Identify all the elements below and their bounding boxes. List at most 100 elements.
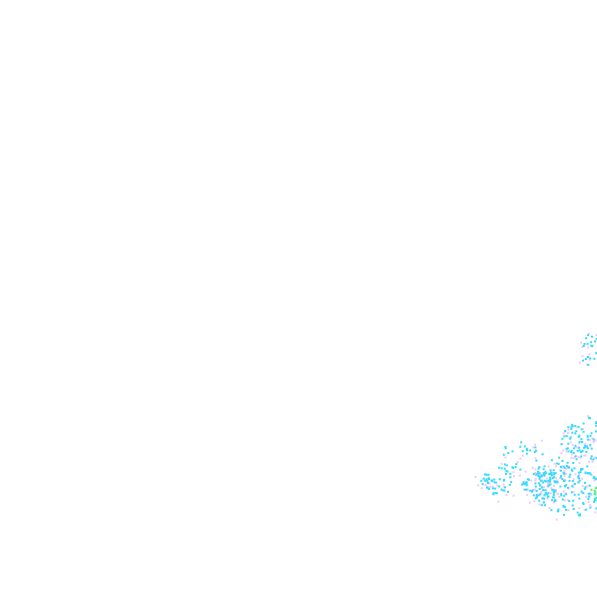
cyan-speckle <box>577 435 580 438</box>
cyan-speckle <box>595 456 597 459</box>
pink-speckle <box>533 500 536 503</box>
pink-speckle <box>504 456 507 459</box>
pink-speckle <box>500 463 503 465</box>
cyan-speckle <box>545 480 548 483</box>
cyan-speckle <box>553 500 556 503</box>
cyan-speckle <box>538 476 541 478</box>
cyan-speckle <box>553 473 556 476</box>
pink-speckle <box>524 470 527 473</box>
cyan-speckle <box>509 476 512 479</box>
cyan-speckle <box>540 504 543 507</box>
cyan-speckle <box>594 499 597 502</box>
cyan-speckle <box>566 447 569 450</box>
cyan-speckle <box>550 509 553 512</box>
cyan-speckle <box>535 490 538 492</box>
cyan-speckle <box>537 472 540 475</box>
cyan-speckle <box>583 487 586 490</box>
cyan-speckle <box>485 473 488 476</box>
cyan-speckle <box>582 345 585 347</box>
cyan-speckle <box>586 465 589 468</box>
cyan-speckle <box>561 460 564 462</box>
cyan-speckle <box>574 455 577 458</box>
pink-speckle <box>581 477 584 480</box>
cyan-speckle <box>573 493 576 496</box>
cyan-speckle <box>594 340 596 343</box>
cyan-speckle <box>576 511 579 514</box>
cyan-speckle <box>545 472 548 475</box>
cyan-speckle <box>547 479 550 482</box>
cyan-speckle <box>537 475 540 477</box>
pink-speckle <box>583 508 586 511</box>
pink-speckle <box>548 507 551 509</box>
cyan-speckle <box>578 449 581 452</box>
cyan-speckle <box>570 491 573 494</box>
cyan-speckle <box>510 481 513 484</box>
pink-speckle <box>555 518 558 521</box>
pink-speckle <box>512 471 515 474</box>
cyan-speckle <box>567 426 570 429</box>
cyan-speckle <box>521 483 523 486</box>
cyan-speckle <box>579 471 582 474</box>
pink-speckle <box>574 473 577 476</box>
pink-speckle <box>512 475 515 478</box>
cyan-speckle <box>570 449 573 452</box>
pink-speckle <box>567 428 570 431</box>
green-speckle <box>593 497 596 500</box>
cyan-speckle <box>503 463 506 466</box>
cyan-speckle <box>537 494 540 497</box>
cyan-speckle <box>523 488 526 491</box>
cyan-speckle <box>492 487 494 490</box>
cyan-speckle <box>571 469 574 472</box>
cyan-speckle <box>486 479 489 482</box>
cyan-speckle <box>563 435 566 438</box>
cyan-speckle <box>541 486 544 489</box>
pink-speckle <box>592 441 595 444</box>
cyan-speckle <box>595 496 597 499</box>
cyan-speckle <box>519 445 522 448</box>
cyan-speckle <box>595 338 597 341</box>
pink-speckle <box>538 503 541 506</box>
cyan-speckle <box>539 493 542 496</box>
cyan-speckle <box>533 451 536 453</box>
pink-speckle <box>572 490 575 493</box>
pink-speckle <box>578 361 581 364</box>
cyan-speckle <box>554 480 556 483</box>
cyan-speckle <box>577 475 580 478</box>
cyan-speckle <box>534 482 537 485</box>
cyan-speckle <box>582 359 584 362</box>
pink-speckle <box>534 457 537 460</box>
cyan-speckle <box>569 473 572 476</box>
pink-speckle <box>512 494 515 497</box>
cyan-speckle <box>573 483 576 485</box>
cyan-speckle <box>590 341 593 344</box>
cyan-speckle <box>531 490 533 493</box>
cyan-speckle <box>526 449 528 452</box>
cyan-speckle <box>525 447 528 450</box>
cyan-speckle <box>581 450 584 453</box>
cyan-speckle <box>586 342 589 345</box>
cyan-speckle <box>567 442 570 445</box>
pink-speckle <box>554 477 557 480</box>
cyan-speckle <box>589 492 592 495</box>
cyan-speckle <box>538 466 541 469</box>
cyan-speckle <box>543 504 546 507</box>
cyan-speckle <box>570 468 573 471</box>
cyan-speckle <box>587 438 590 441</box>
pink-speckle <box>538 474 541 477</box>
cyan-speckle <box>595 424 597 427</box>
pink-speckle <box>588 358 591 361</box>
pink-speckle <box>565 467 568 470</box>
pink-speckle <box>555 465 558 468</box>
cyan-speckle <box>537 467 540 470</box>
cyan-speckle <box>493 481 496 484</box>
cyan-speckle <box>578 479 581 482</box>
pink-speckle <box>584 443 586 446</box>
cyan-speckle <box>592 438 595 441</box>
cyan-speckle <box>540 474 543 477</box>
cyan-speckle <box>563 466 566 469</box>
cyan-speckle <box>493 478 496 481</box>
cyan-speckle <box>508 483 511 486</box>
cyan-speckle <box>536 494 538 497</box>
pink-speckle <box>526 493 529 496</box>
pink-speckle <box>555 499 558 502</box>
